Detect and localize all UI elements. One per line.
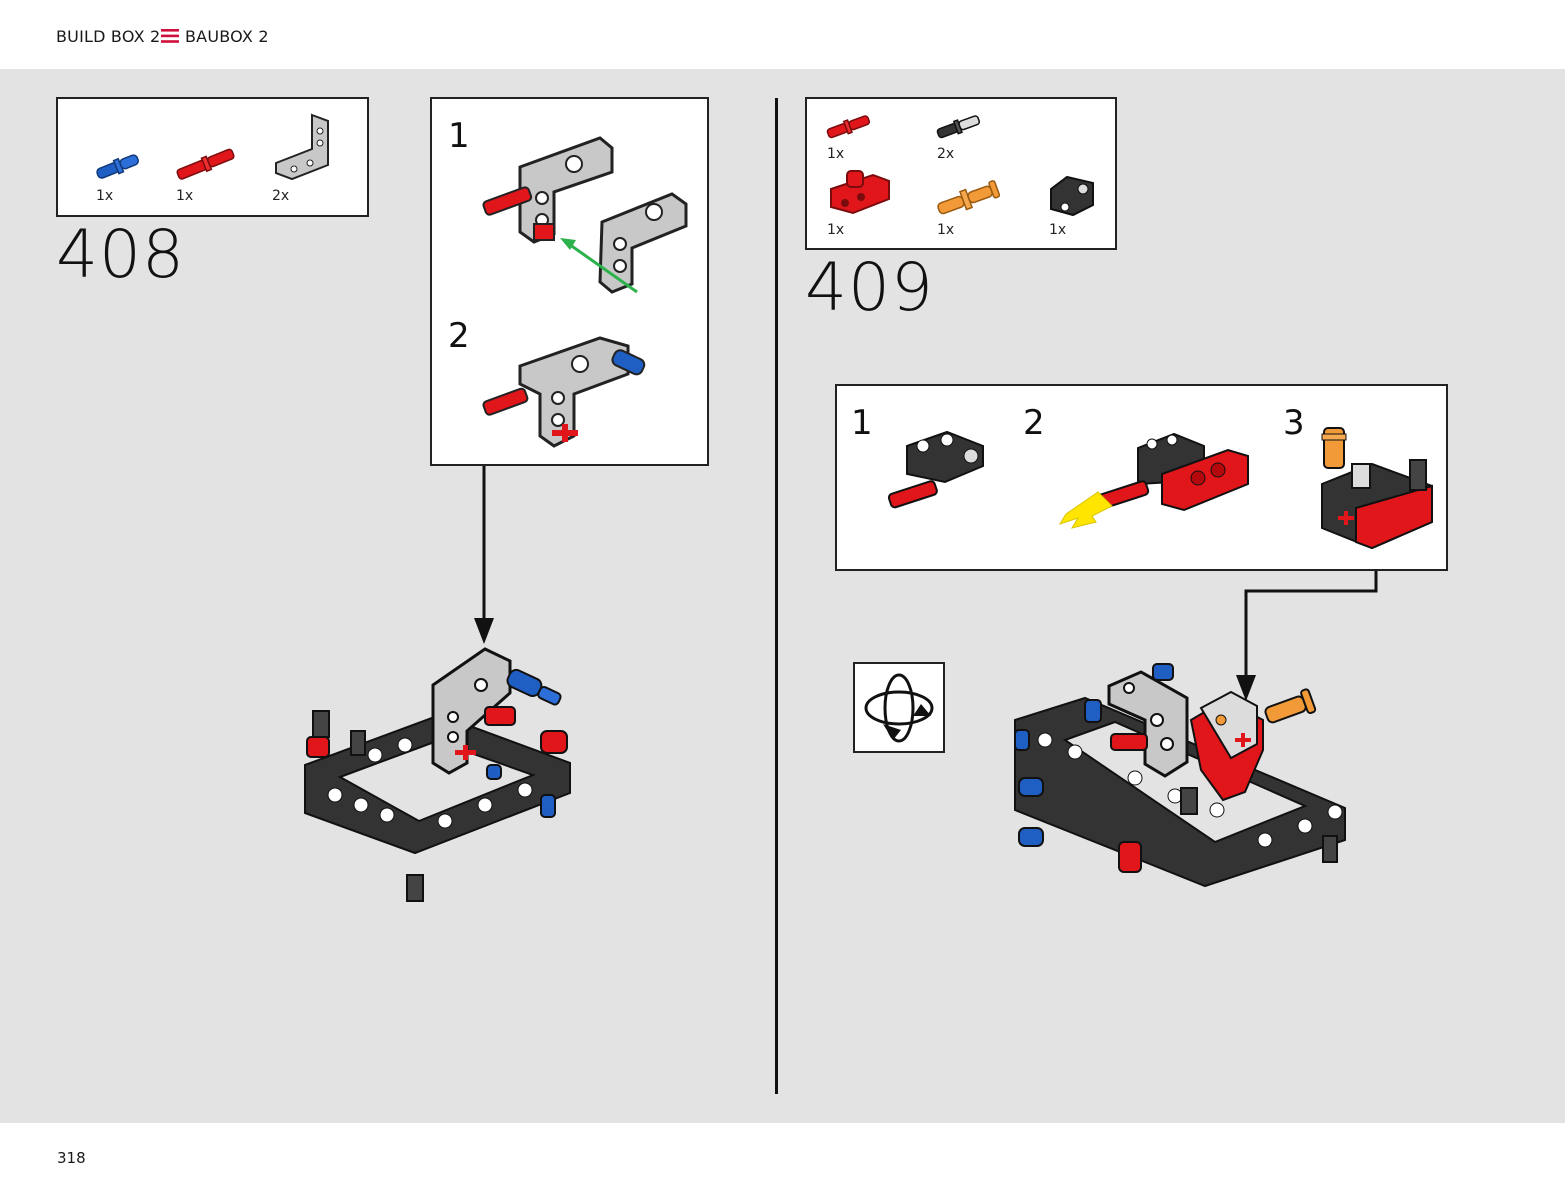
substep-number: 1 [851,403,873,443]
page-header: BUILD BOX 2 BAUBOX 2 [0,0,1565,69]
callout-arrow [1236,571,1378,701]
instruction-canvas [0,69,1565,1123]
menu-separator-icon [161,29,179,43]
substep-2-illustration [482,336,646,448]
callout-arrow [474,466,494,644]
substep-number: 3 [1283,403,1305,443]
build-box-label: BUILD BOX 2 [56,27,161,46]
black-axle-pin-icon [936,115,981,139]
rotate-model-icon [864,673,934,743]
part-qty: 1x [827,222,845,238]
red-axle-pin-icon [826,115,871,139]
substep-number: 2 [1023,403,1045,443]
part-qty: 1x [937,222,955,238]
part-qty: 2x [937,146,955,162]
red-axle-pin-icon [176,148,235,180]
substep-3-illustration [1321,427,1433,550]
substep-2-illustration [1058,432,1249,529]
parts-callout-408: 1x 1x 2x [56,97,369,217]
step-divider [775,98,778,1094]
parts-callout-409: 1x 2x 1x 1x 1x [805,97,1117,250]
step-number: 409 [805,249,934,326]
part-qty: 1x [827,146,845,162]
substep-number: 2 [448,316,470,356]
l-beam-icon [275,113,329,181]
step-number: 408 [56,216,185,293]
red-connector-icon [830,170,890,215]
substep-1-illustration [887,430,984,509]
blue-pin-icon [96,154,139,179]
page-number: 318 [57,1149,86,1167]
subassembly-box-408: 1 2 [430,97,709,466]
baubox-label: BAUBOX 2 [185,27,269,46]
part-qty: 1x [96,188,114,204]
black-connector-icon [1050,175,1094,217]
model-409-illustration [1014,663,1346,888]
part-qty: 2x [272,188,290,204]
part-qty: 1x [1049,222,1067,238]
part-qty: 1x [176,188,194,204]
orange-pin-icon [937,180,1001,215]
model-408-illustration [304,647,571,902]
substep-number: 1 [448,116,470,156]
rotate-model-icon-box [853,662,945,753]
substep-1-illustration [482,136,688,294]
page-footer [0,1123,1565,1191]
subassembly-box-409: 1 2 3 [835,384,1448,571]
